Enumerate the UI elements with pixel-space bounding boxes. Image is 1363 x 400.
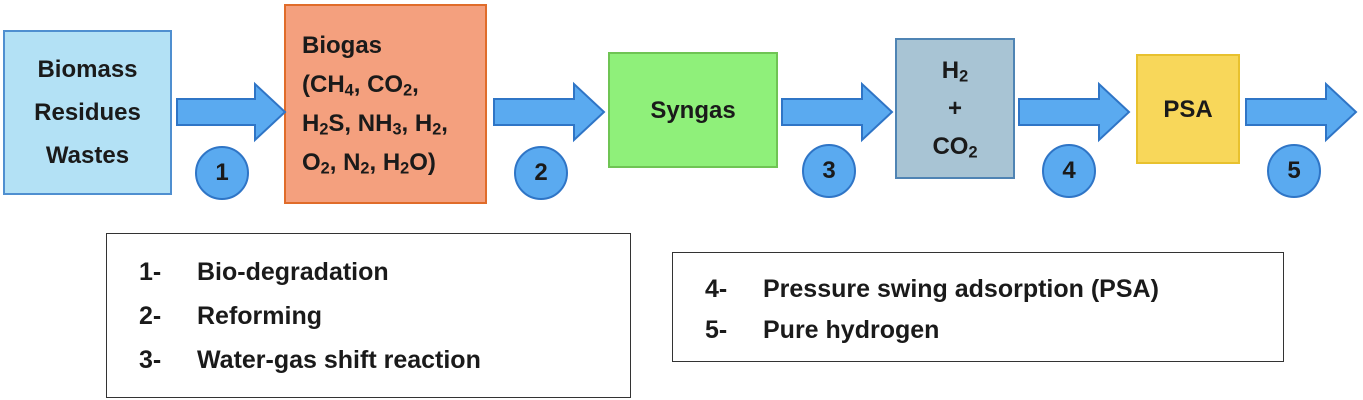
biogas-composition-line-3: O2, N2, H2O): [302, 149, 436, 178]
biogas-box: Biogas (CH4, CO2, H2S, NH3, H2, O2, N2, …: [284, 4, 487, 204]
legend-steps-4-5: 4- Pressure swing adsorption (PSA) 5- Pu…: [672, 252, 1284, 362]
legend-number: 5-: [705, 316, 728, 344]
legend-text: Pure hydrogen: [763, 316, 940, 344]
arrow-4-icon: [1018, 81, 1131, 143]
legend-number: 2-: [139, 301, 162, 330]
psa-box: PSA: [1136, 54, 1240, 164]
biogas-line: Biogas: [302, 32, 383, 59]
legend-number: 3-: [139, 345, 162, 374]
step-circle-2: 2: [514, 146, 568, 200]
arrow-3-icon: [781, 81, 894, 143]
step-circle-4: 4: [1042, 144, 1096, 198]
biogas-composition-line-1: (CH4, CO2,: [302, 71, 419, 100]
arrow-2-icon: [493, 81, 606, 143]
legend-number: 1-: [139, 257, 162, 286]
legend-row: 2- Reforming: [139, 294, 620, 338]
h2-co2-box: H2 + CO2: [895, 38, 1015, 179]
step-circle-5: 5: [1267, 144, 1321, 198]
legend-row: 4- Pressure swing adsorption (PSA): [705, 269, 1273, 310]
plus-line: +: [947, 94, 962, 122]
syngas-label: Syngas: [650, 96, 736, 124]
biomass-box: Biomass Residues Wastes: [3, 30, 172, 195]
co2-line: CO2: [932, 132, 978, 161]
legend-number: 4-: [705, 275, 728, 303]
legend-text: Pressure swing adsorption (PSA): [763, 275, 1159, 303]
psa-label: PSA: [1163, 95, 1213, 123]
residues-line: Residues: [34, 99, 141, 126]
legend-row: 5- Pure hydrogen: [705, 310, 1273, 351]
arrow-5-icon: [1245, 81, 1358, 143]
legend-text: Water-gas shift reaction: [197, 345, 481, 374]
wastes-line: Wastes: [45, 142, 130, 169]
arrow-1-icon: [176, 81, 287, 143]
biomass-line: Biomass: [37, 56, 138, 83]
biogas-composition-line-2: H2S, NH3, H2,: [302, 110, 448, 139]
step-circle-1: 1: [195, 146, 249, 200]
legend-steps-1-3: 1- Bio-degradation 2- Reforming 3- Water…: [106, 233, 631, 398]
legend-text: Bio-degradation: [197, 257, 389, 286]
h2-line: H2: [941, 56, 969, 85]
legend-text: Reforming: [197, 301, 322, 330]
syngas-box: Syngas: [608, 52, 778, 168]
legend-row: 1- Bio-degradation: [139, 250, 620, 294]
legend-row: 3- Water-gas shift reaction: [139, 338, 620, 382]
step-circle-3: 3: [802, 144, 856, 198]
